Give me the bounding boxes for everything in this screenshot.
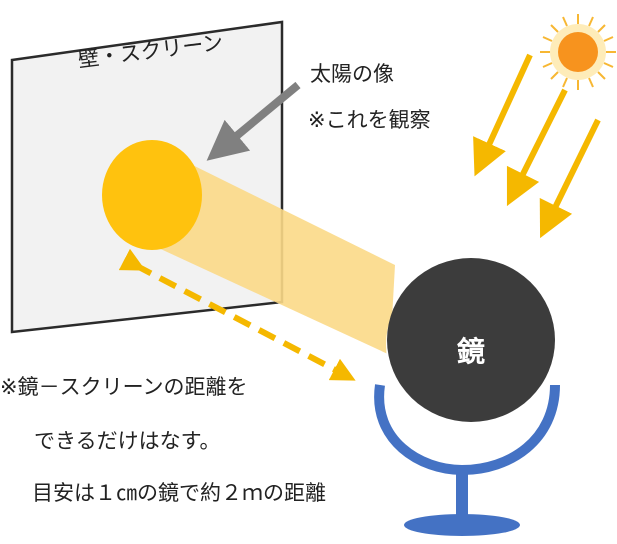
distance-note-line1: ※鏡－スクリーンの距離を xyxy=(0,375,248,399)
mirror-icon xyxy=(386,258,560,429)
sun-rays xyxy=(473,53,601,239)
pointer-arrow xyxy=(206,81,301,161)
sun-ray-2 xyxy=(506,88,568,207)
sun-icon xyxy=(540,14,616,90)
sun-image-spot xyxy=(102,140,202,250)
mirror-stand xyxy=(374,384,560,536)
distance-note-line3: 目安は１㎝の鏡で約２ｍの距離 xyxy=(32,481,326,505)
sun-ray-1 xyxy=(473,53,533,177)
mirror-label: 鏡 xyxy=(456,335,485,368)
distance-note-line2: できるだけはなす。 xyxy=(34,429,221,453)
distance-arrow xyxy=(118,248,356,381)
observe-note-label: ※これを観察 xyxy=(308,108,431,132)
sun-image-label: 太陽の像 xyxy=(310,62,394,86)
sun-ray-3 xyxy=(539,118,601,239)
